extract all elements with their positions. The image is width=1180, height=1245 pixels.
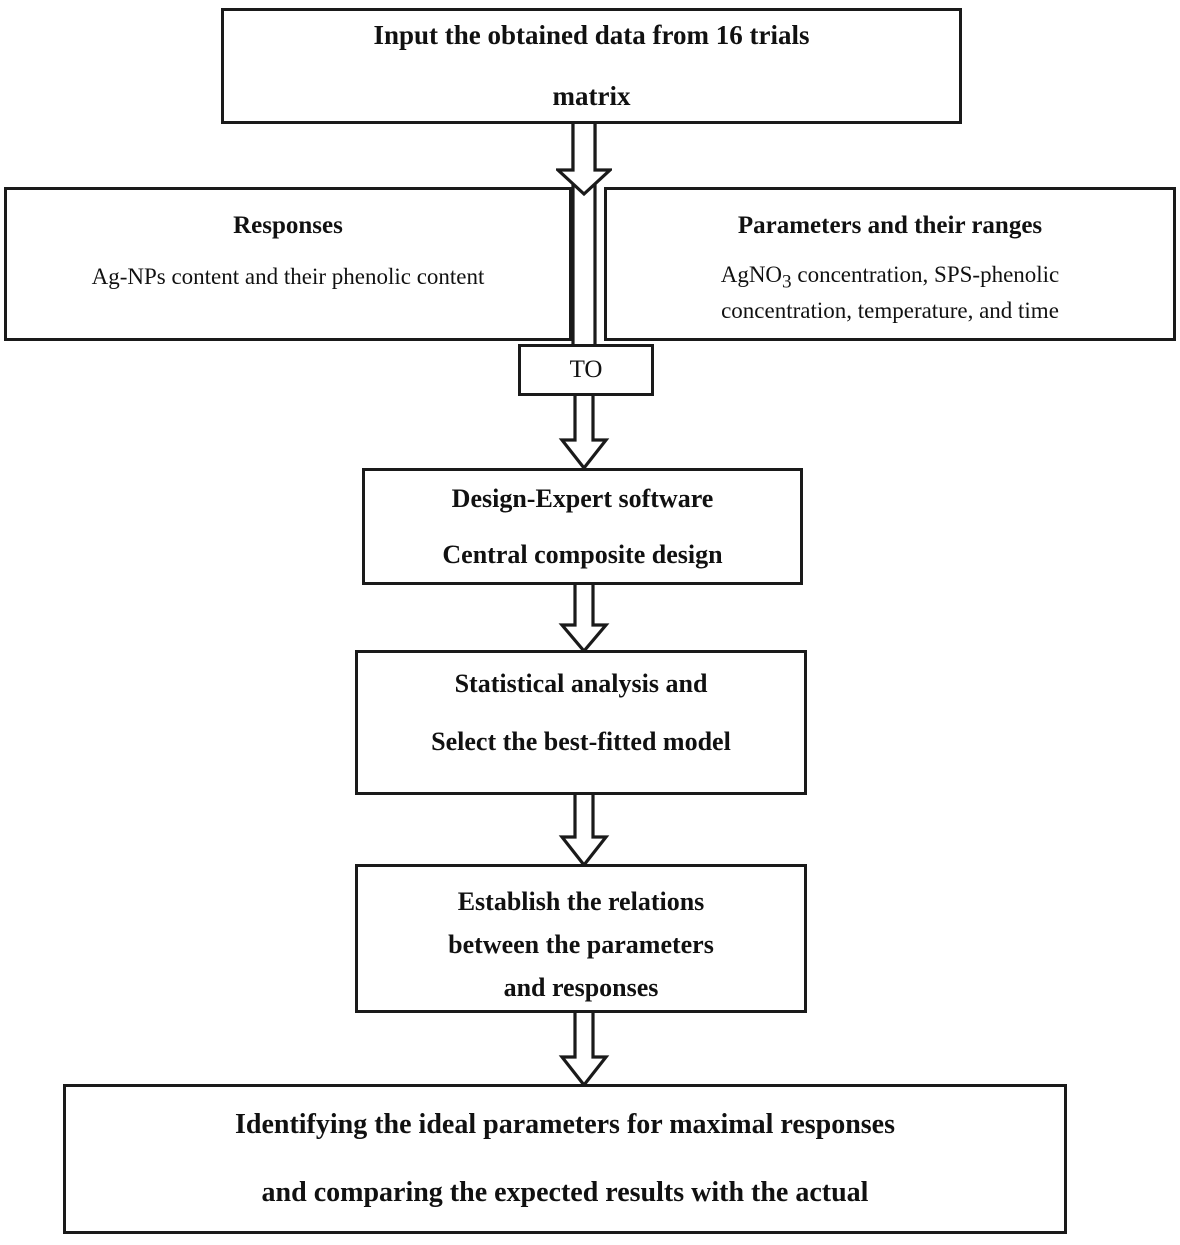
node-final-line1: Identifying the ideal parameters for max… — [234, 1109, 896, 1140]
node-stats-line1: Statistical analysis and — [454, 669, 708, 698]
node-connector-label: TO — [569, 356, 603, 383]
node-design-line2: Central composite design — [442, 539, 723, 569]
node-parameters-body-subscript: 3 — [782, 271, 792, 293]
node-design-line1: Design-Expert software — [451, 483, 714, 513]
node-input-line2: matrix — [552, 81, 631, 111]
arrow-design-to-stats — [558, 583, 610, 653]
arrow-connector-to-design — [558, 394, 610, 470]
node-final-identifying: Identifying the ideal parameters for max… — [63, 1084, 1067, 1234]
arrow-input-to-connector — [556, 122, 612, 348]
node-parameters-title: Parameters and their ranges — [737, 212, 1043, 239]
node-parameters: Parameters and their ranges AgNO3 concen… — [604, 187, 1176, 341]
node-establish-line3: and responses — [503, 973, 659, 1002]
node-parameters-body-line2: concentration, temperature, and time — [721, 297, 1059, 323]
node-input-data: Input the obtained data from 16 trials m… — [221, 8, 962, 124]
node-input-line1: Input the obtained data from 16 trials — [373, 20, 810, 50]
node-responses: Responses Ag-NPs content and their pheno… — [4, 187, 572, 341]
node-parameters-body-suffix: concentration, SPS-phenolic — [791, 262, 1060, 287]
node-design-expert: Design-Expert software Central composite… — [362, 468, 803, 585]
arrow-establish-to-final — [558, 1011, 610, 1087]
node-establish-line1: Establish the relations — [457, 887, 705, 916]
arrow-stats-to-establish — [558, 793, 610, 867]
node-establish-line2: between the parameters — [448, 930, 714, 959]
node-responses-body: Ag-NPs content and their phenolic conten… — [91, 264, 485, 289]
node-final-line2: and comparing the expected results with … — [261, 1177, 869, 1208]
node-parameters-body-prefix: AgNO — [720, 262, 783, 287]
node-responses-title: Responses — [233, 212, 343, 239]
node-statistical-analysis: Statistical analysis and Select the best… — [355, 650, 807, 795]
node-establish-relations: Establish the relations between the para… — [355, 864, 807, 1013]
node-parameters-body: AgNO3 concentration, SPS-phenolic concen… — [607, 260, 1173, 325]
node-stats-line2: Select the best-fitted model — [431, 727, 731, 756]
node-connector-to: TO — [518, 344, 654, 396]
